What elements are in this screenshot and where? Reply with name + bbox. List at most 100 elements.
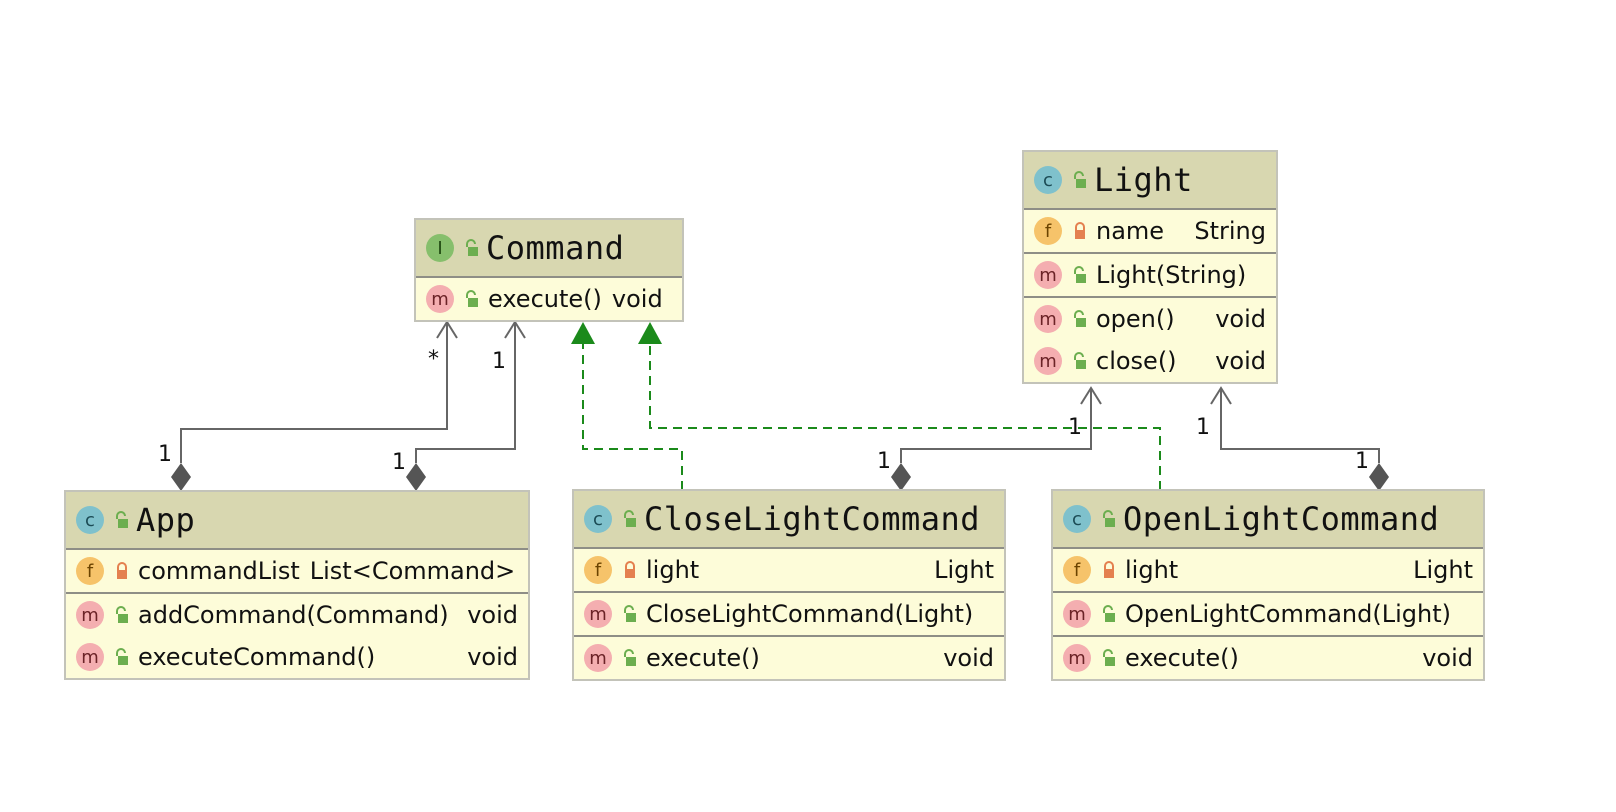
field-icon: f xyxy=(1063,556,1091,584)
method-icon: m xyxy=(1034,305,1062,333)
methods-section: m open() void m close() void xyxy=(1024,298,1276,382)
method-type: void xyxy=(467,643,518,671)
method-icon: m xyxy=(426,285,454,313)
class-app[interactable]: c App f commandList List<Command> m addC… xyxy=(64,490,530,680)
constructors-section: m Light(String) xyxy=(1024,254,1276,298)
private-lock-icon xyxy=(1104,561,1114,578)
class-command[interactable]: I Command m execute() void xyxy=(414,218,684,322)
methods-section: m execute() void xyxy=(574,637,1004,679)
class-close-light-command[interactable]: c CloseLightCommand f light Light m Clos… xyxy=(572,489,1006,681)
method-name: addCommand(Command) xyxy=(138,601,449,629)
method-name: execute() xyxy=(646,644,760,672)
field-name: light xyxy=(646,556,700,584)
method-row[interactable]: m executeCommand() void xyxy=(66,636,528,678)
method-row[interactable]: m execute() void xyxy=(1053,637,1483,679)
fields-section: f light Light xyxy=(1053,549,1483,593)
class-icon: c xyxy=(76,506,104,534)
method-icon: m xyxy=(1063,600,1091,628)
private-lock-icon xyxy=(1075,222,1085,239)
constructor-row[interactable]: m Light(String) xyxy=(1024,254,1276,296)
public-lock-icon xyxy=(466,290,478,307)
method-type: void xyxy=(943,644,994,672)
mult-openlight-light-source: 1 xyxy=(1355,449,1369,474)
methods-section: m execute() void xyxy=(1053,637,1483,679)
class-name: Command xyxy=(486,229,625,267)
field-icon: f xyxy=(584,556,612,584)
field-name: name xyxy=(1096,217,1165,245)
method-name: execute() xyxy=(1125,644,1239,672)
class-name: OpenLightCommand xyxy=(1123,500,1440,538)
realization-openlight-command xyxy=(638,322,1161,490)
constructor-row[interactable]: m CloseLightCommand(Light) xyxy=(574,593,1004,635)
method-icon: m xyxy=(76,643,104,671)
class-icon: c xyxy=(1063,505,1091,533)
method-name: execute() xyxy=(488,285,602,313)
field-type: List<Command> xyxy=(309,557,516,585)
class-icon: c xyxy=(1034,166,1062,194)
fields-section: f name String xyxy=(1024,210,1276,254)
fields-section: f light Light xyxy=(574,549,1004,593)
method-icon: m xyxy=(1034,261,1062,289)
constructor-row[interactable]: m OpenLightCommand(Light) xyxy=(1053,593,1483,635)
association-app-commandlist xyxy=(171,320,458,491)
constructor-name: Light(String) xyxy=(1096,261,1247,289)
private-lock-icon xyxy=(625,561,635,578)
field-icon: f xyxy=(76,557,104,585)
method-name: open() xyxy=(1096,305,1175,333)
methods-section: m execute() void xyxy=(416,278,682,320)
public-lock-icon xyxy=(1103,649,1115,666)
mult-closelight-light-source: 1 xyxy=(877,449,891,474)
association-openlight-light xyxy=(1210,386,1389,491)
method-type: void xyxy=(1215,305,1266,333)
method-icon: m xyxy=(584,600,612,628)
public-lock-icon xyxy=(1103,510,1115,527)
method-icon: m xyxy=(76,601,104,629)
method-name: executeCommand() xyxy=(138,643,376,671)
field-row[interactable]: f name String xyxy=(1024,210,1276,252)
class-light[interactable]: c Light f name String m Light(String) m … xyxy=(1022,150,1278,384)
method-icon: m xyxy=(1063,644,1091,672)
fields-section: f commandList List<Command> xyxy=(66,550,528,594)
constructor-name: CloseLightCommand(Light) xyxy=(646,600,974,628)
class-icon: c xyxy=(584,505,612,533)
method-row[interactable]: m close() void xyxy=(1024,340,1276,382)
mult-closelight-light-target: 1 xyxy=(1068,415,1082,440)
method-type: void xyxy=(467,601,518,629)
field-row[interactable]: f light Light xyxy=(574,549,1004,591)
method-row[interactable]: m open() void xyxy=(1024,298,1276,340)
private-lock-icon xyxy=(117,562,127,579)
field-row[interactable]: f light Light xyxy=(1053,549,1483,591)
class-header: c CloseLightCommand xyxy=(574,491,1004,549)
public-lock-icon xyxy=(1074,171,1086,188)
class-header: c App xyxy=(66,492,528,550)
public-lock-icon xyxy=(624,605,636,622)
field-type: Light xyxy=(1413,556,1473,584)
method-row[interactable]: m execute() void xyxy=(574,637,1004,679)
mult-app-commandlist-source: 1 xyxy=(158,442,172,467)
constructor-name: OpenLightCommand(Light) xyxy=(1125,600,1451,628)
mult-app-commandlist-target: * xyxy=(428,347,439,372)
public-lock-icon xyxy=(1103,605,1115,622)
interface-icon: I xyxy=(426,234,454,262)
mult-app-command-target: 1 xyxy=(492,349,506,374)
public-lock-icon xyxy=(1074,352,1086,369)
field-type: Light xyxy=(934,556,994,584)
public-lock-icon xyxy=(466,239,478,256)
class-header: c Light xyxy=(1024,152,1276,210)
method-row[interactable]: m addCommand(Command) void xyxy=(66,594,528,636)
field-name: commandList xyxy=(138,557,300,585)
field-name: light xyxy=(1125,556,1179,584)
class-name: CloseLightCommand xyxy=(644,500,981,538)
public-lock-icon xyxy=(1074,310,1086,327)
class-open-light-command[interactable]: c OpenLightCommand f light Light m OpenL… xyxy=(1051,489,1485,681)
realization-closelight-command xyxy=(571,322,683,490)
method-row[interactable]: m execute() void xyxy=(416,278,682,320)
field-type: String xyxy=(1194,217,1266,245)
method-icon: m xyxy=(1034,347,1062,375)
public-lock-icon xyxy=(1074,266,1086,283)
method-type: void xyxy=(1215,347,1266,375)
field-row[interactable]: f commandList List<Command> xyxy=(66,550,528,592)
method-type: void xyxy=(611,285,663,313)
method-type: void xyxy=(1422,644,1473,672)
